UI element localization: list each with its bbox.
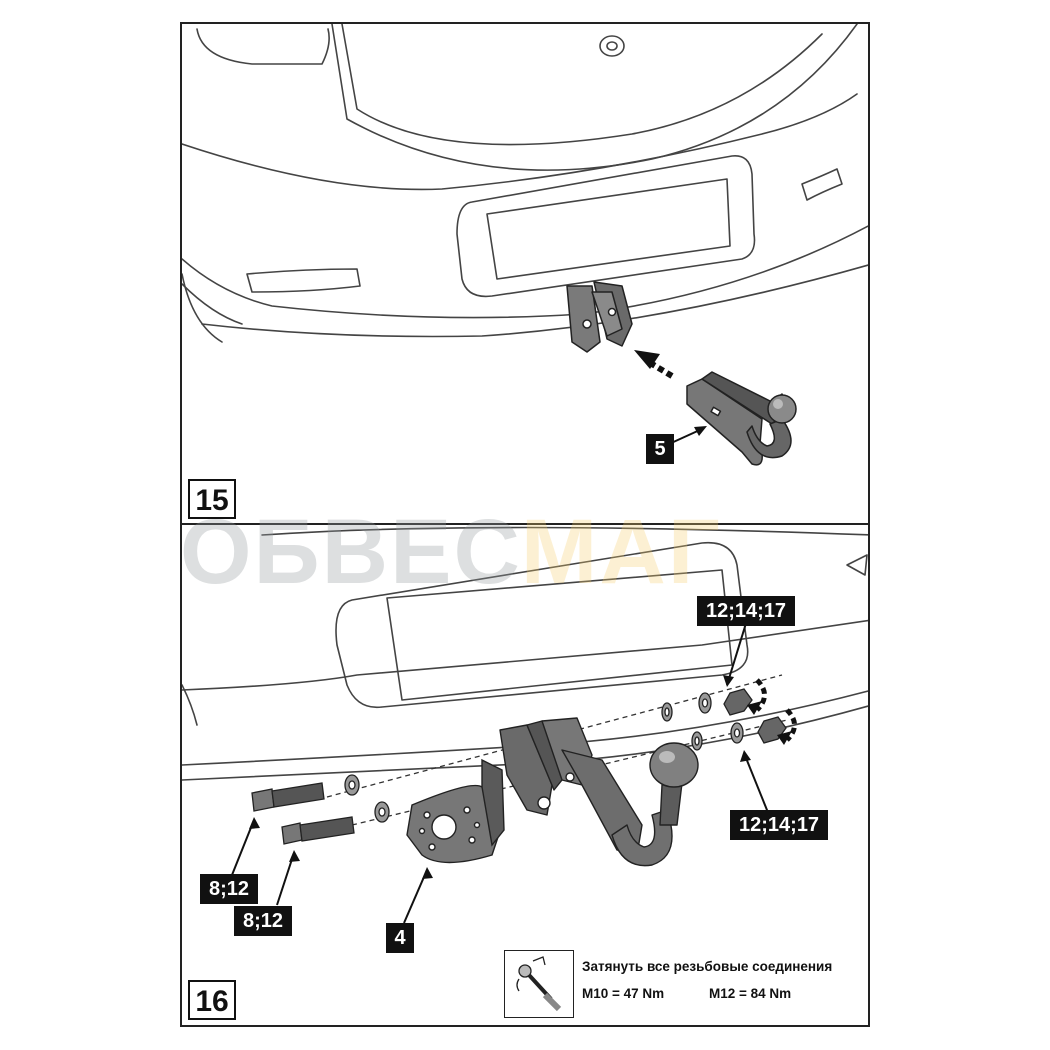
step-16-panel: 12;14;17 12;14;17 8;12 8;12 4 Затянуть в… — [180, 523, 870, 1027]
washers-nuts-right — [661, 688, 787, 751]
washers-left — [344, 774, 390, 823]
socket-plate-part — [406, 758, 505, 864]
nut-size-label-top: 12;14;17 — [697, 596, 796, 626]
torque-note-m10: M10 = 47 Nm — [582, 986, 665, 1001]
bolts — [251, 782, 355, 845]
part-label-4: 4 — [386, 923, 414, 953]
step-number-15: 15 — [188, 479, 236, 519]
step-15-panel: 5 15 — [180, 22, 870, 525]
tighten-arrows — [755, 678, 797, 742]
car-rear-drawing — [182, 24, 868, 466]
tow-bar-body — [499, 717, 699, 867]
bolt-size-label-top: 8;12 — [200, 874, 259, 904]
tow-ball-part — [686, 371, 797, 466]
bolt-size-label-bottom: 8;12 — [234, 906, 293, 936]
insert-direction-arrow — [634, 350, 674, 379]
tow-bar-install-drawing — [182, 526, 868, 924]
torque-note-line1: Затянуть все резьбовые соединения — [582, 959, 833, 974]
nut-size-label-bottom: 12;14;17 — [730, 810, 829, 840]
part-label-5: 5 — [646, 434, 674, 464]
torque-wrench-icon — [504, 950, 574, 1018]
step-number-16: 16 — [188, 980, 236, 1020]
torque-note-m12: M12 = 84 Nm — [709, 986, 792, 1001]
